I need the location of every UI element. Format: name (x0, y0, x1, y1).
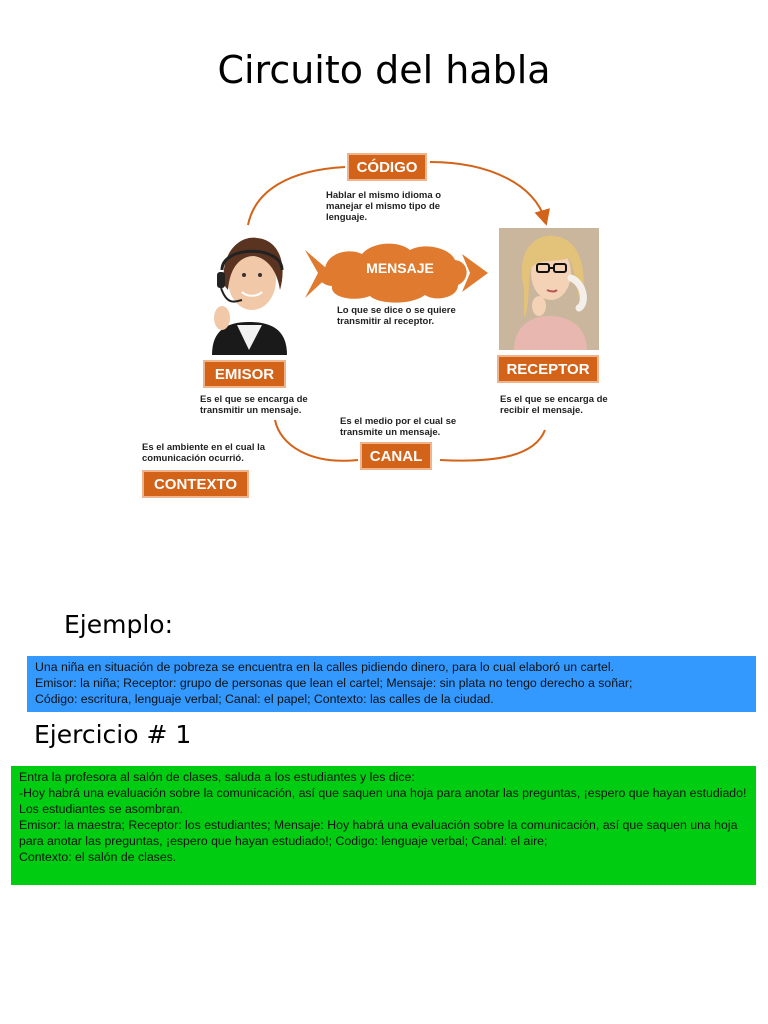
exercise-text-box: Entra la profesora al salón de clases, s… (11, 766, 756, 885)
emisor-label: EMISOR (203, 360, 286, 388)
page-title: Circuito del habla (217, 48, 551, 92)
arc-receptor-canal (439, 429, 546, 462)
arc-codigo-receptor (429, 161, 550, 226)
emisor-desc: Es el que se encarga de transmitir un me… (200, 394, 308, 416)
mensaje-arrowhead (462, 254, 488, 292)
circuit-arrows (247, 161, 550, 462)
woman-headset-photo (202, 230, 297, 355)
speech-circuit-diagram: CÓDIGO Hablar el mismo idioma o manejar … (140, 140, 620, 510)
exercise-heading: Ejercicio # 1 (34, 720, 192, 749)
canal-desc: Es el medio por el cual se transmite un … (340, 416, 457, 438)
mensaje-cloud (319, 243, 467, 303)
arc-canal-emisor (274, 419, 359, 462)
exercise-line: Entra la profesora al salón de clases, s… (19, 770, 415, 784)
contexto-label: CONTEXTO (142, 470, 249, 498)
exercise-line: Contexto: el salón de clases. (19, 850, 177, 864)
mensaje-tail (305, 250, 332, 298)
exercise-line: -Hoy habrá una evaluación sobre la comun… (19, 786, 747, 800)
receptor-desc: Es el que se encarga de recibir el mensa… (500, 394, 608, 416)
example-line: Código: escritura, lenguaje verbal; Cana… (35, 692, 494, 706)
exercise-line: Los estudiantes se asombran. (19, 802, 184, 816)
codigo-desc: Hablar el mismo idioma o manejar el mism… (326, 190, 442, 223)
receptor-label: RECEPTOR (497, 355, 599, 383)
canal-label: CANAL (360, 442, 432, 470)
example-text-box: Una niña en situación de pobreza se encu… (27, 656, 756, 712)
mensaje-label: MENSAJE (366, 260, 434, 276)
codigo-label: CÓDIGO (347, 153, 427, 181)
contexto-desc: Es el ambiente en el cual la comunicació… (142, 442, 266, 464)
example-line: Emisor: la niña; Receptor: grupo de pers… (35, 676, 633, 690)
woman-phone-photo (499, 228, 599, 350)
example-line: Una niña en situación de pobreza se encu… (35, 660, 615, 674)
example-heading: Ejemplo: (64, 610, 174, 639)
exercise-line: Emisor: la maestra; Receptor: los estudi… (19, 818, 738, 848)
mensaje-desc: Lo que se dice o se quiere transmitir al… (337, 305, 456, 327)
arc-emisor-codigo (247, 166, 346, 226)
